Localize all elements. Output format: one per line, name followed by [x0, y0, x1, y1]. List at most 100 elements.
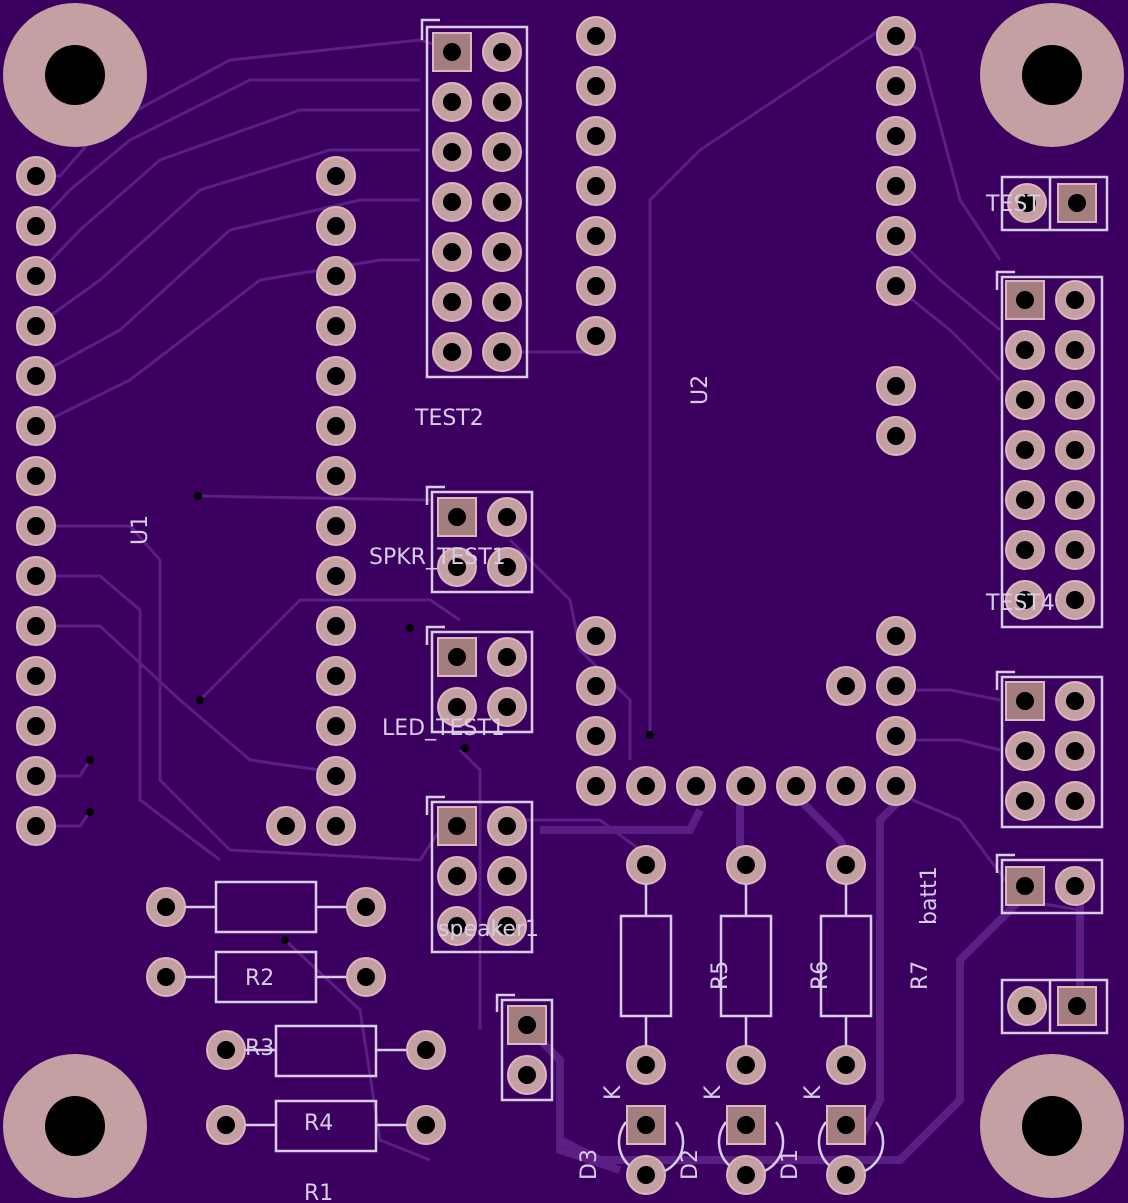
r2-pad-drill — [157, 968, 175, 986]
u2-pin-drill — [587, 777, 605, 795]
u2-pin-drill — [887, 277, 905, 295]
u1-pin-drill — [27, 267, 45, 285]
label-k-d3: K — [601, 1085, 626, 1100]
u2-pin-drill — [887, 127, 905, 145]
batt1-outline — [1000, 858, 1104, 915]
u1-pin-drill — [27, 317, 45, 335]
header-pin-drill — [1066, 742, 1084, 760]
led-test1-pin-drill — [448, 648, 466, 666]
label-test2: TEST2 — [414, 406, 484, 431]
r5-pad-drill — [637, 856, 655, 874]
d3-pad-drill — [637, 1116, 655, 1134]
spkr-test1-pin-drill — [448, 558, 466, 576]
u2-pin-drill — [787, 777, 805, 795]
u1-pin-drill — [27, 567, 45, 585]
component-pads — [16, 16, 1097, 1195]
r3-pad-drill — [417, 1041, 435, 1059]
u2-pin-drill — [887, 727, 905, 745]
u1-pin-drill — [327, 267, 345, 285]
r5-pad-drill — [637, 1056, 655, 1074]
label-d3: D3 — [577, 1149, 602, 1180]
speaker1-outline — [430, 800, 534, 954]
led-test1-pin-drill — [498, 648, 516, 666]
spkr-test1-pin-drill — [498, 508, 516, 526]
test2-pin-drill — [493, 143, 511, 161]
label-r2: R2 — [245, 966, 274, 991]
test2-pin-drill — [493, 43, 511, 61]
u1-pin-drill — [27, 767, 45, 785]
r2-pad-drill — [357, 968, 375, 986]
test2-pin-drill — [443, 343, 461, 361]
u2-pin-drill — [587, 27, 605, 45]
test2-pin-drill — [443, 43, 461, 61]
u2-pin-drill — [687, 777, 705, 795]
test4-pin-drill — [1066, 341, 1084, 359]
header-pin-drill — [1016, 742, 1034, 760]
u1-pin-drill — [327, 367, 345, 385]
mounting-holes — [3, 3, 1124, 1198]
label-batt1: batt1 — [917, 866, 942, 925]
silkscreen-labels: TEST2 SPKR_TEST1 LED_TEST1 speaker1 TEST… — [128, 192, 1055, 1203]
test4-pin-drill — [1066, 541, 1084, 559]
led-test1-pin-drill — [498, 698, 516, 716]
led-test1-pin — [437, 637, 477, 677]
r4-pad-drill — [217, 1116, 235, 1134]
jumper-pin-drill — [518, 1016, 536, 1034]
label-test-top: TEST — [985, 192, 1041, 217]
test4-pin-drill — [1066, 591, 1084, 609]
label-led-test1: LED_TEST1 — [382, 716, 505, 741]
u1-pin-drill — [27, 217, 45, 235]
label-d1: D1 — [778, 1149, 803, 1180]
u1-pin-drill — [327, 417, 345, 435]
led-test1-pin-drill — [448, 698, 466, 716]
u2-pin-drill — [887, 27, 905, 45]
speaker1-pin-drill — [498, 817, 516, 835]
test-top-pin-drill — [1068, 194, 1086, 212]
label-r4: R4 — [304, 1111, 333, 1136]
label-u2: U2 — [688, 375, 713, 405]
u2-pin-drill — [837, 677, 855, 695]
test4-pin-drill — [1066, 391, 1084, 409]
mount-hole-bottom-right — [980, 1054, 1124, 1198]
r7-pad-drill — [837, 856, 855, 874]
u2-pin-drill — [887, 627, 905, 645]
test4-pin-drill — [1016, 591, 1034, 609]
u2-pin-drill — [587, 177, 605, 195]
r1-pad-drill — [157, 898, 175, 916]
header-pin-drill — [1066, 792, 1084, 810]
header-pin-drill — [1016, 792, 1034, 810]
test2-pin-drill — [493, 193, 511, 211]
mount-hole-top-left — [3, 3, 147, 147]
test-top-outline — [1000, 175, 1109, 232]
u1-pin-drill — [327, 217, 345, 235]
silkscreen-outlines — [184, 18, 1109, 1176]
u1-pin-drill — [327, 317, 345, 335]
jumper-outline — [500, 998, 554, 1102]
speaker1-pin-drill — [448, 917, 466, 935]
test2-pin — [432, 32, 472, 72]
u2-pin-drill — [887, 677, 905, 695]
u1-pin-drill — [27, 367, 45, 385]
header-pin-drill — [1016, 692, 1034, 710]
test-top-pin-drill — [1018, 194, 1036, 212]
u1-pin-drill — [327, 717, 345, 735]
label-spkr-test1: SPKR_TEST1 — [369, 545, 506, 570]
u1-pin-drill — [327, 467, 345, 485]
batt2-outline — [1000, 978, 1109, 1035]
u1-pin-drill — [327, 167, 345, 185]
test4-pin-drill — [1016, 441, 1034, 459]
d1-pad-drill — [837, 1116, 855, 1134]
u2-pin-drill — [887, 77, 905, 95]
r1-pad-drill — [357, 898, 375, 916]
jumper-pin-drill — [518, 1066, 536, 1084]
test2-pin-drill — [443, 243, 461, 261]
test2-outline — [425, 25, 529, 379]
test4-pin-drill — [1016, 341, 1034, 359]
u2-pin-drill — [887, 377, 905, 395]
u1-pin-drill — [327, 667, 345, 685]
u2-pin-drill — [587, 227, 605, 245]
test4-pin-drill — [1016, 391, 1034, 409]
label-r5: R5 — [708, 961, 733, 990]
label-u1: U1 — [128, 515, 153, 545]
